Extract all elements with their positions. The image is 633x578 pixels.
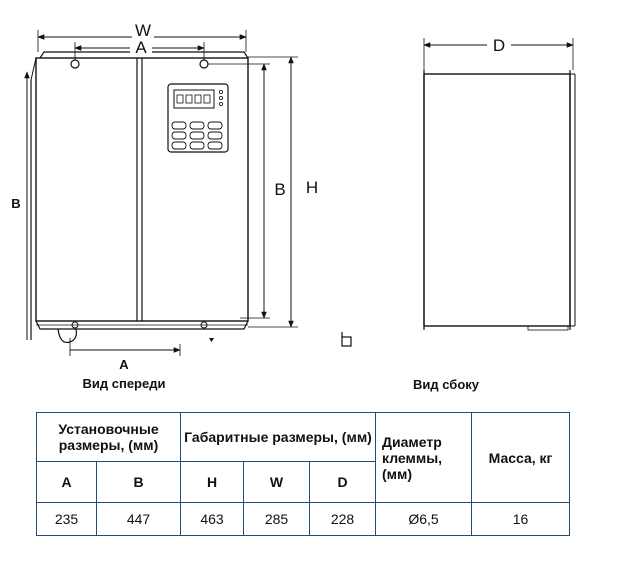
dimensions-table: Установочные размеры, (мм) Габаритные ра… bbox=[35, 412, 571, 536]
subheader-d: D bbox=[309, 461, 377, 503]
front-view bbox=[30, 51, 249, 344]
label-w: W bbox=[135, 21, 151, 40]
dimension-h: H bbox=[248, 56, 318, 328]
header-mounting: Установочные размеры, (мм) bbox=[35, 412, 182, 462]
header-mass: Масса, кг bbox=[471, 412, 571, 503]
dimension-a-bottom: A bbox=[69, 338, 214, 372]
keypad-panel bbox=[167, 83, 229, 153]
subheader-a: A bbox=[36, 461, 97, 503]
caption-front-view: Вид спереди bbox=[83, 376, 166, 391]
subheader-w: W bbox=[243, 461, 311, 503]
label-a-bottom: A bbox=[119, 357, 129, 372]
label-b-right: B bbox=[274, 180, 285, 199]
cell-h: 463 bbox=[180, 502, 245, 536]
table-subheader-row: A B H W D bbox=[36, 461, 570, 503]
cell-d: 228 bbox=[309, 502, 377, 536]
header-terminal: Диаметр клеммы, (мм) bbox=[375, 412, 473, 503]
label-b-left: B bbox=[11, 196, 20, 211]
table-row: 235 447 463 285 228 Ø6,5 16 bbox=[36, 502, 571, 536]
table-header-row: Установочные размеры, (мм) Габаритные ра… bbox=[35, 412, 571, 503]
cell-mass: 16 bbox=[471, 502, 571, 536]
cell-a: 235 bbox=[36, 502, 97, 536]
cell-w: 285 bbox=[243, 502, 311, 536]
subheader-b: B bbox=[95, 461, 182, 503]
subheader-h: H bbox=[180, 461, 245, 503]
dimension-b-right: B bbox=[208, 63, 286, 319]
side-view bbox=[341, 70, 576, 347]
dimension-b-left: B bbox=[11, 71, 30, 340]
dimension-d: D bbox=[423, 35, 574, 70]
label-a-top: A bbox=[135, 38, 147, 57]
cell-terminal: Ø6,5 bbox=[375, 502, 473, 536]
label-h: H bbox=[306, 178, 318, 197]
cell-b: 447 bbox=[95, 502, 182, 536]
dimension-drawing: W A B B H A Вид спереди bbox=[11, 21, 576, 392]
label-d: D bbox=[493, 36, 505, 55]
header-overall: Габаритные размеры, (мм) bbox=[180, 412, 377, 462]
dimension-a-top: A bbox=[74, 38, 205, 60]
dimension-w: W bbox=[37, 21, 247, 52]
caption-side-view: Вид сбоку bbox=[413, 377, 480, 392]
